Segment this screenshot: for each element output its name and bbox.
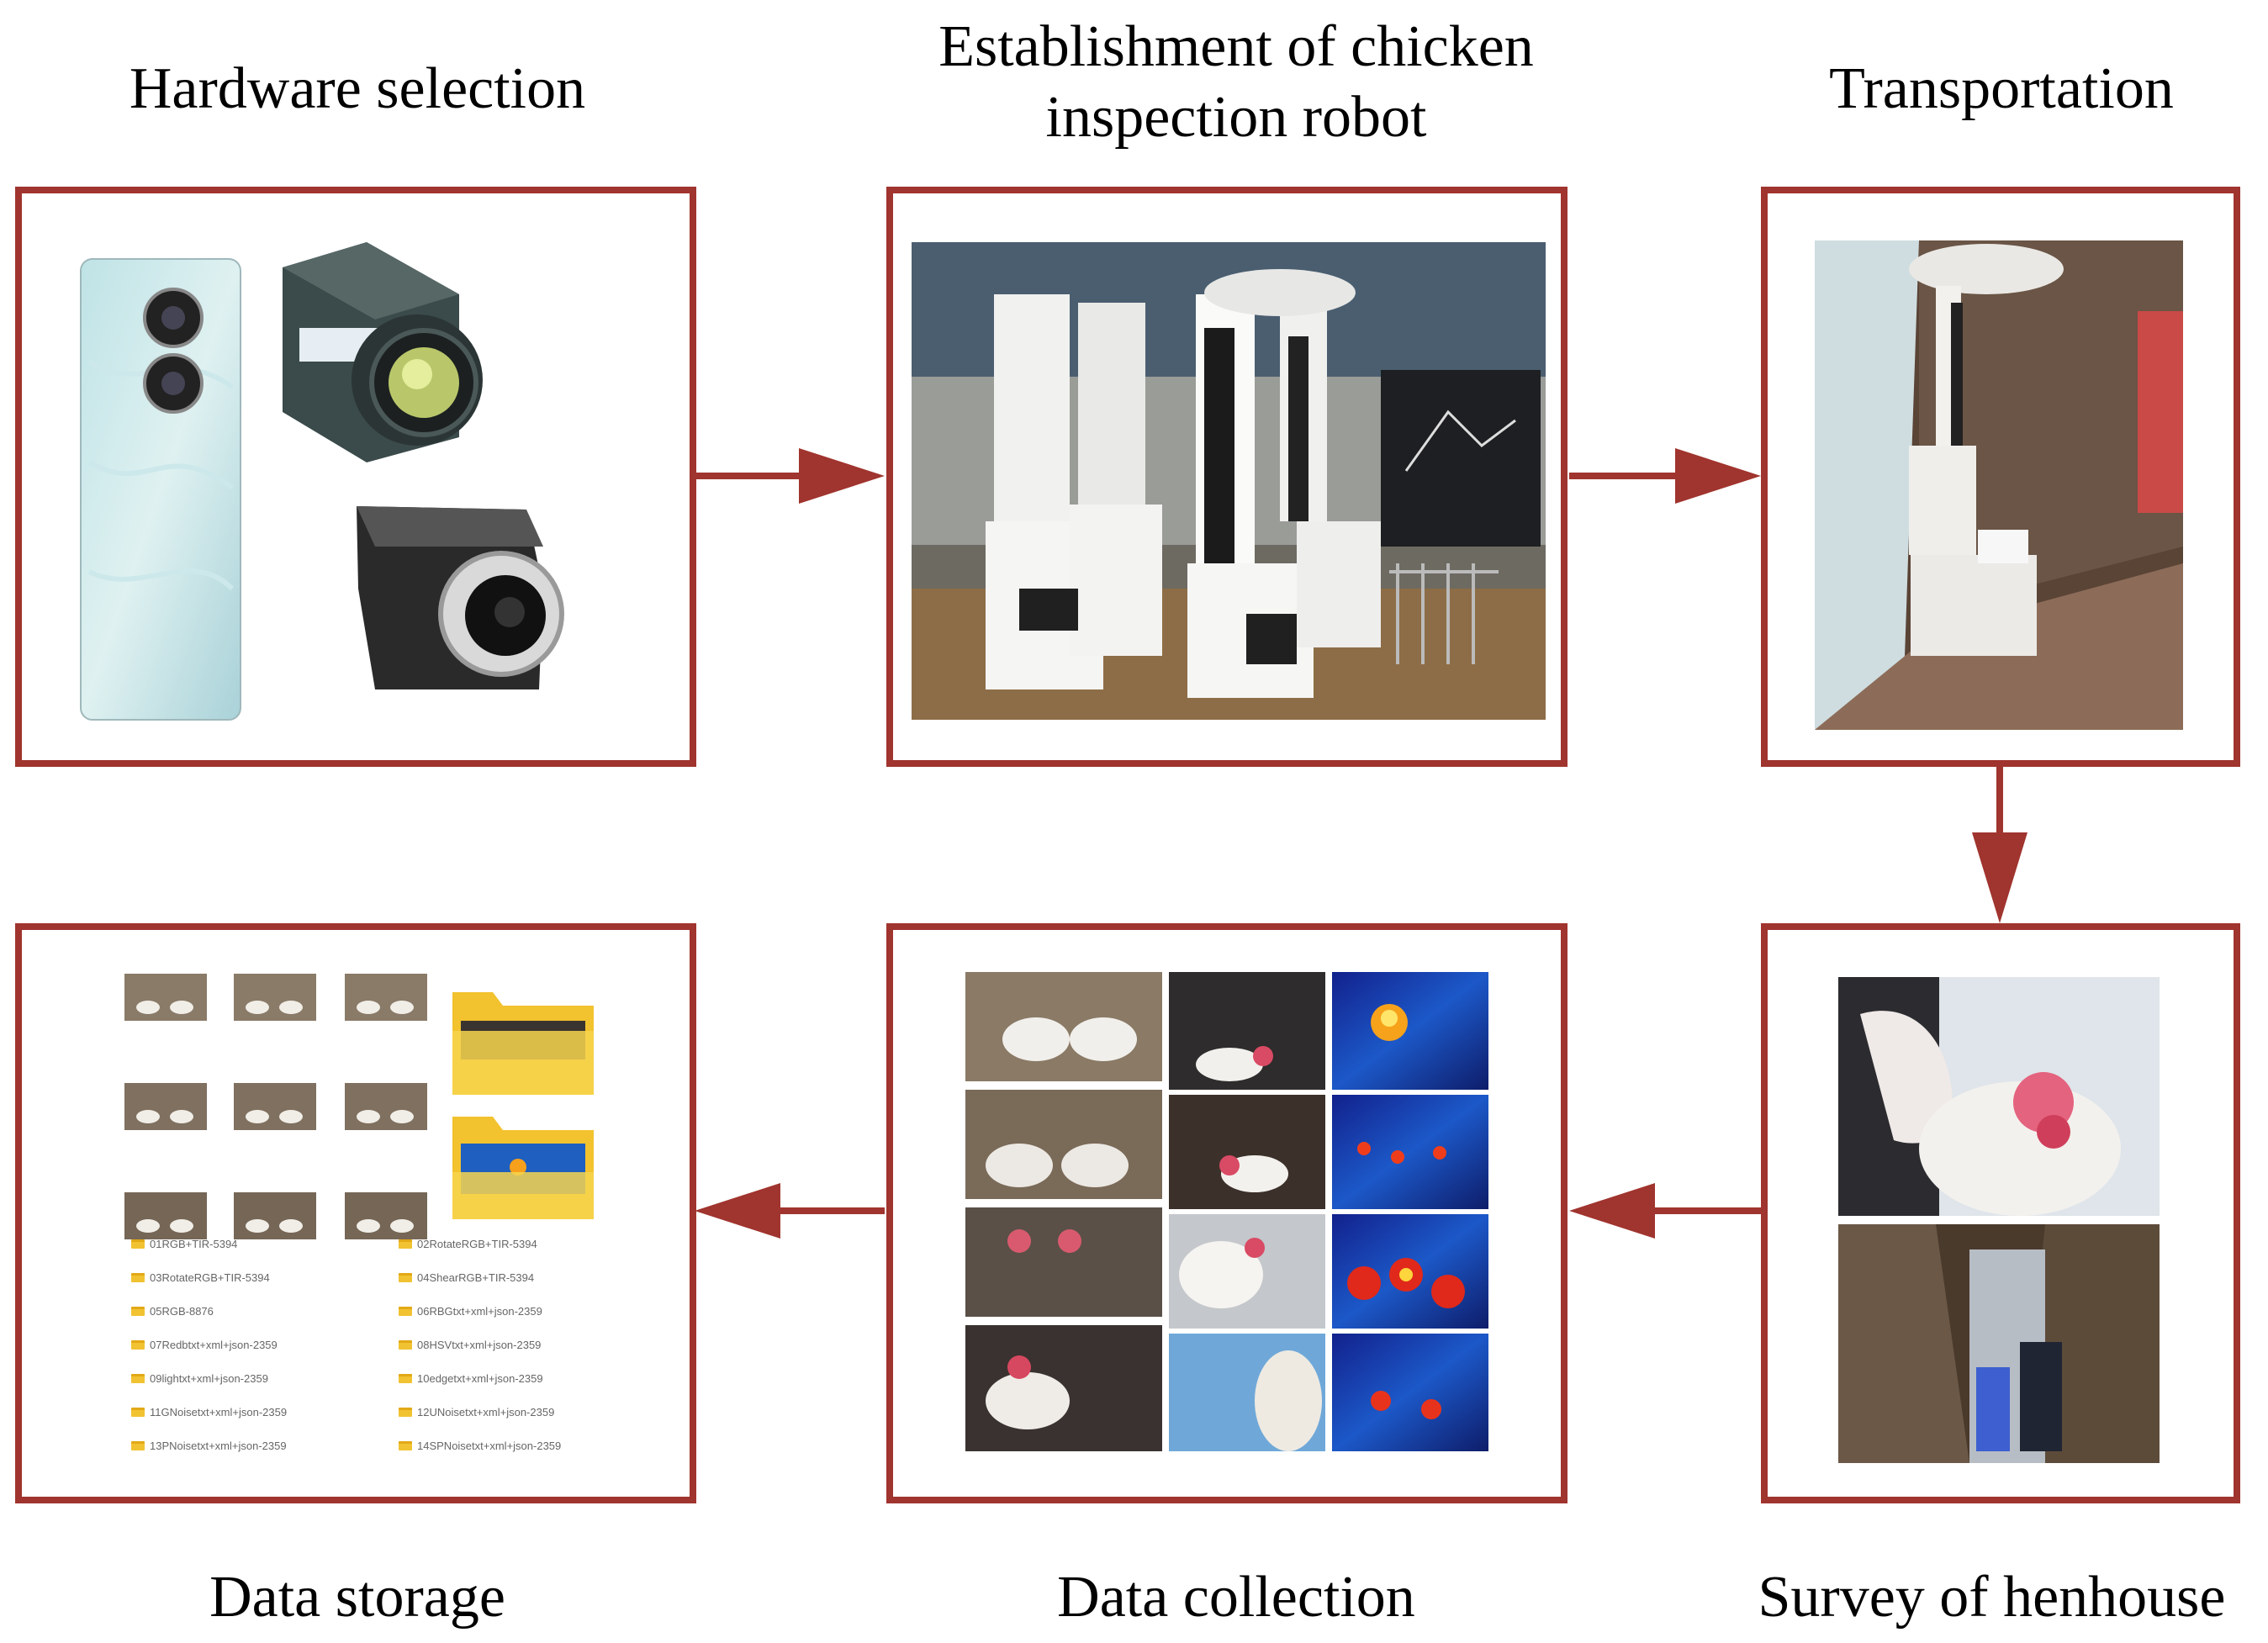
folder-icon — [399, 1374, 412, 1383]
folder-icon — [131, 1441, 145, 1450]
folder-icon — [131, 1273, 145, 1282]
folder-icon — [131, 1307, 145, 1316]
file-name: 13PNoisetxt+xml+json-2359 — [150, 1440, 287, 1452]
folder-icon — [399, 1408, 412, 1417]
thermal-camera-icon — [283, 242, 483, 462]
thermal-image-column — [1332, 972, 1488, 1451]
label-hardware-selection: Hardware selection — [129, 56, 586, 121]
file-name: 05RGB-8876 — [150, 1305, 214, 1318]
industrial-camera-icon — [357, 506, 564, 689]
survey-photo-henhouse-aisle — [1838, 1224, 2160, 1463]
file-list-item: 02RotateRGB+TIR-5394 — [399, 1238, 537, 1250]
arrow-hardware-to-robot — [695, 448, 885, 504]
label-robot-line1: Establishment of chicken — [938, 14, 1534, 79]
hardware-illustration — [80, 242, 564, 721]
arrow-robot-to-transport — [1569, 448, 1761, 504]
file-list-item: 03RotateRGB+TIR-5394 — [131, 1271, 270, 1284]
label-survey-of-henhouse: Survey of henhouse — [1758, 1565, 2226, 1630]
file-name: 11GNoisetxt+xml+json-2359 — [150, 1406, 288, 1418]
arrow-collection-to-storage — [695, 1183, 885, 1239]
frame-data-collection — [886, 923, 1568, 1503]
folder-icon — [452, 1117, 594, 1219]
survey-photo-chicken-inspection — [1838, 977, 2160, 1216]
frame-survey-of-henhouse — [1761, 923, 2240, 1503]
storage-thumbnails — [124, 974, 594, 1239]
file-list-item: 07Redbtxt+xml+json-2359 — [131, 1339, 278, 1351]
thumbnail-grid — [124, 974, 427, 1239]
folder-icon — [131, 1239, 145, 1249]
frame-hardware-selection — [15, 187, 696, 767]
file-list-item: 11GNoisetxt+xml+json-2359 — [131, 1406, 287, 1418]
arrow-transport-to-survey — [1972, 765, 2027, 923]
file-name: 12UNoisetxt+xml+json-2359 — [417, 1406, 555, 1418]
folder-icon — [131, 1408, 145, 1417]
frame-data-storage: 01RGB+TIR-5394 03RotateRGB+TIR-5394 05RG… — [15, 923, 696, 1503]
file-name: 14SPNoisetxt+xml+json-2359 — [417, 1440, 562, 1452]
file-name: 06RBGtxt+xml+json-2359 — [417, 1305, 542, 1318]
label-robot-line2: inspection robot — [1045, 85, 1427, 150]
label-transportation: Transportation — [1829, 56, 2174, 121]
file-name: 03RotateRGB+TIR-5394 — [150, 1271, 270, 1284]
file-list-item: 01RGB+TIR-5394 — [131, 1238, 237, 1250]
folder-icon — [131, 1374, 145, 1383]
label-robot-establishment: Establishment of chicken inspection robo… — [866, 12, 1606, 153]
file-name: 01RGB+TIR-5394 — [150, 1238, 238, 1250]
file-name: 04ShearRGB+TIR-5394 — [417, 1271, 535, 1284]
folder-icon — [452, 992, 594, 1095]
file-name: 02RotateRGB+TIR-5394 — [417, 1238, 537, 1250]
label-data-collection: Data collection — [1057, 1565, 1415, 1630]
file-list-item: 09lightxt+xml+json-2359 — [131, 1372, 268, 1385]
frame-transportation — [1761, 187, 2240, 767]
folder-icon — [399, 1441, 412, 1450]
label-data-storage: Data storage — [209, 1565, 505, 1630]
survey-photos — [1838, 977, 2160, 1463]
file-list-item: 13PNoisetxt+xml+json-2359 — [131, 1440, 287, 1452]
folder-icon — [399, 1239, 412, 1249]
folder-icon — [399, 1340, 412, 1350]
folder-icon — [131, 1340, 145, 1350]
robot-photo — [912, 242, 1546, 720]
frame-robot-establishment — [886, 187, 1568, 767]
rgb-closeup-column — [1169, 972, 1325, 1451]
transport-photo — [1815, 240, 2183, 730]
file-list-item: 05RGB-8876 — [131, 1305, 214, 1318]
file-name: 09lightxt+xml+json-2359 — [150, 1372, 268, 1385]
folder-icon — [399, 1273, 412, 1282]
file-name: 10edgetxt+xml+json-2359 — [417, 1372, 543, 1385]
file-name: 07Redbtxt+xml+json-2359 — [150, 1339, 278, 1351]
file-list-item: 04ShearRGB+TIR-5394 — [399, 1271, 534, 1284]
file-list-item: 06RBGtxt+xml+json-2359 — [399, 1305, 542, 1318]
smartphone-icon — [80, 258, 241, 721]
file-list-item: 08HSVtxt+xml+json-2359 — [399, 1339, 541, 1351]
rgb-photo-column — [965, 972, 1162, 1451]
arrow-survey-to-collection — [1569, 1183, 1761, 1239]
file-list-item: 14SPNoisetxt+xml+json-2359 — [399, 1440, 561, 1452]
file-list-item: 12UNoisetxt+xml+json-2359 — [399, 1406, 554, 1418]
file-name: 08HSVtxt+xml+json-2359 — [417, 1339, 542, 1351]
file-list-item: 10edgetxt+xml+json-2359 — [399, 1372, 543, 1385]
data-collection-grid — [965, 972, 1488, 1451]
folder-icon — [399, 1307, 412, 1316]
